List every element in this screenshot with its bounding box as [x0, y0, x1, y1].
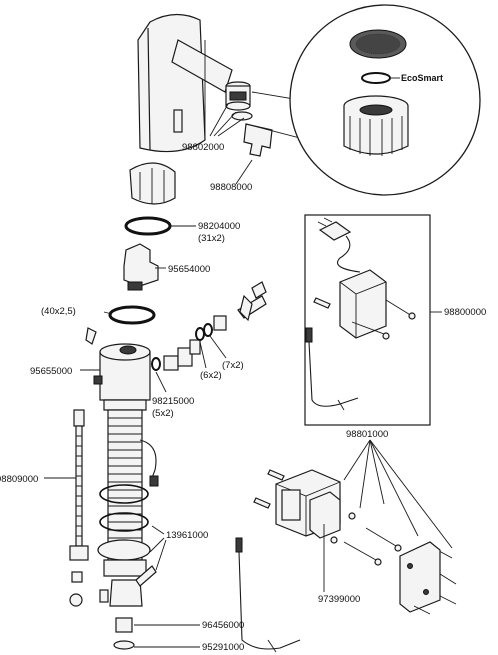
part-number-98809000: 98809000 [0, 474, 38, 485]
mounting-set[interactable] [97, 484, 157, 607]
main-housing[interactable] [93, 343, 151, 411]
power-unit-frame [304, 214, 431, 426]
ecosmart-detail-circle [289, 4, 481, 196]
part-qty-31x2: (31x2) [198, 233, 225, 244]
washer-95291000[interactable] [113, 640, 135, 650]
part-qty-5x2: (5x2) [152, 408, 174, 419]
ecosmart-label: EcoSmart [401, 73, 443, 83]
part-number-97399000: 97399000 [318, 594, 360, 605]
aerator-key[interactable] [243, 123, 273, 157]
o-ring-31x2[interactable] [124, 216, 172, 236]
part-number-98204000: 98204000 [198, 221, 240, 232]
part-number-98215000: 98215000 [152, 396, 194, 407]
part-number-98801000: 98801000 [346, 429, 388, 440]
cap-nut[interactable] [129, 162, 176, 205]
o-ring-40x2-5[interactable] [108, 305, 156, 325]
part-number-96456000: 96456000 [202, 620, 244, 631]
side-fittings[interactable] [151, 281, 267, 371]
part-number-98802000: 98802000 [182, 142, 224, 153]
nut-96456000[interactable] [115, 617, 133, 633]
flex-hose[interactable] [69, 409, 89, 561]
part-number-95655000: 95655000 [30, 366, 72, 377]
power-unit-screws[interactable] [313, 297, 416, 340]
part-qty-7x2: (7x2) [222, 360, 244, 371]
faucet-body[interactable] [137, 13, 233, 153]
small-screw[interactable] [85, 327, 97, 345]
part-number-98808000: 98808000 [210, 182, 252, 193]
power-plug[interactable] [317, 217, 361, 273]
part-number-98800000: 98800000 [444, 307, 486, 318]
power-supply-box[interactable] [339, 269, 387, 339]
battery-cable[interactable] [235, 537, 301, 653]
aerator-assembly[interactable] [225, 81, 253, 121]
part-number-13961000: 13961000 [166, 530, 208, 541]
battery-module[interactable] [309, 491, 341, 539]
mounting-plate[interactable] [399, 541, 457, 615]
part-qty-6x2: (6x2) [200, 370, 222, 381]
part-number-40x2-5: (40x2,5) [41, 306, 76, 317]
part-number-95291000: 95291000 [202, 642, 244, 653]
solenoid-valve[interactable] [123, 243, 159, 291]
part-number-95654000: 95654000 [168, 264, 210, 275]
sensor-cable[interactable] [305, 327, 359, 411]
small-nuts[interactable] [69, 571, 109, 607]
